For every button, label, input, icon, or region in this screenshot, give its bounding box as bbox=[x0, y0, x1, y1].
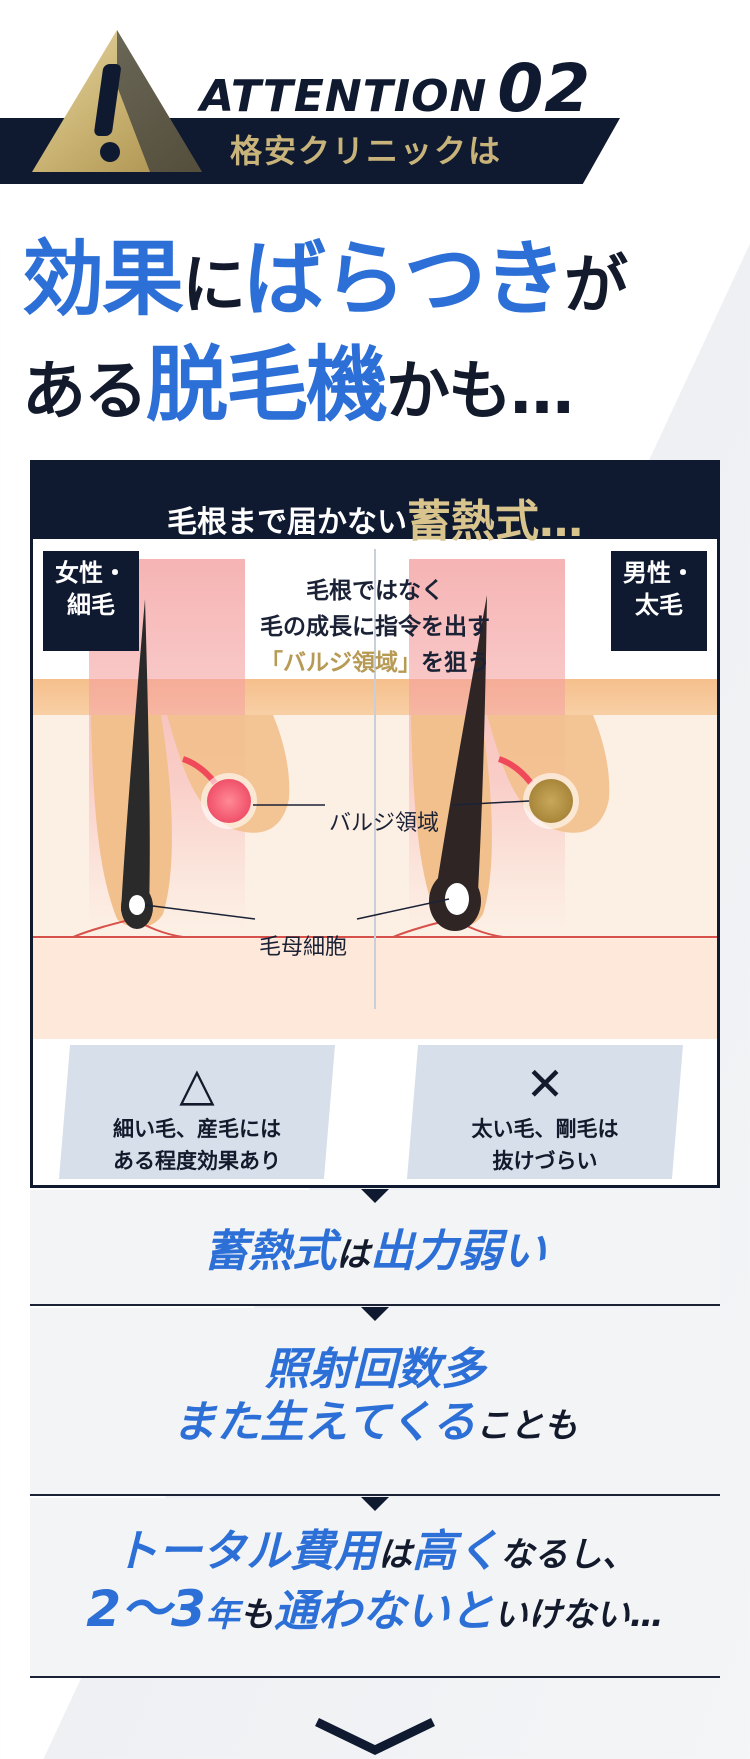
label-hair-matrix-cell: 毛母細胞 bbox=[259, 935, 348, 960]
tag-male-thick-hair: 男性・ 太毛 bbox=[611, 551, 707, 651]
panel-title-accent: 蓄熱式… bbox=[407, 496, 583, 547]
headline-effect: 効果 bbox=[22, 232, 184, 327]
down-pointer-icon bbox=[361, 1307, 389, 1321]
panel-header: 毛根まで届かない蓄熱式… bbox=[33, 463, 717, 547]
headline-line-1: 効果にばらつきが bbox=[22, 212, 750, 331]
diagram-panel: 毛根まで届かない蓄熱式… bbox=[30, 460, 720, 1188]
panel-title: 毛根まで届かない bbox=[167, 505, 407, 540]
attention-word: ATTENTION bbox=[200, 71, 488, 122]
hair-diagram: 女性・ 細毛 男性・ 太毛 毛根ではなく 毛の成長に指令を出す 「バルジ領域」を… bbox=[33, 539, 717, 1185]
attention-number: 02 bbox=[497, 50, 592, 127]
warning-icon bbox=[32, 30, 202, 172]
verdict-right: ✕ 太い毛、剛毛は 抜けづらい bbox=[407, 1045, 683, 1179]
headline-machine: 脱毛機 bbox=[146, 338, 388, 433]
tag-female-fine-hair: 女性・ 細毛 bbox=[43, 551, 139, 651]
cross-icon: ✕ bbox=[525, 1057, 565, 1111]
result-block-3: トータル費用は高くなるし、 2〜3年も通わないといけない… bbox=[30, 1497, 720, 1678]
result-block-2: 照射回数多 また生えてくることも bbox=[30, 1307, 720, 1496]
headline-variance: ばらつき bbox=[244, 232, 566, 327]
label-bulge-region: バルジ領域 bbox=[329, 811, 440, 836]
down-pointer-icon bbox=[361, 1497, 389, 1511]
center-note: 毛根ではなく 毛の成長に指令を出す 「バルジ領域」を狙う bbox=[260, 578, 490, 676]
header-subtitle: 格安クリニックは bbox=[230, 132, 503, 170]
verdict-left: △ 細い毛、産毛には ある程度効果あり bbox=[59, 1045, 335, 1179]
headline-maybe: かも… bbox=[386, 355, 574, 429]
hair-follicle-illustration bbox=[33, 549, 717, 1039]
headline-particle-1: に bbox=[182, 249, 246, 323]
down-pointer-icon bbox=[361, 1189, 389, 1203]
chevron-down-icon bbox=[315, 1717, 435, 1755]
headline-line-2: ある脱毛機かも… bbox=[22, 318, 750, 437]
result-block-1: 蓄熱式は出力弱い bbox=[30, 1189, 720, 1306]
triangle-icon: △ bbox=[179, 1057, 215, 1111]
headline-particle-2: が bbox=[564, 249, 628, 323]
headline-aru: ある bbox=[22, 355, 148, 429]
